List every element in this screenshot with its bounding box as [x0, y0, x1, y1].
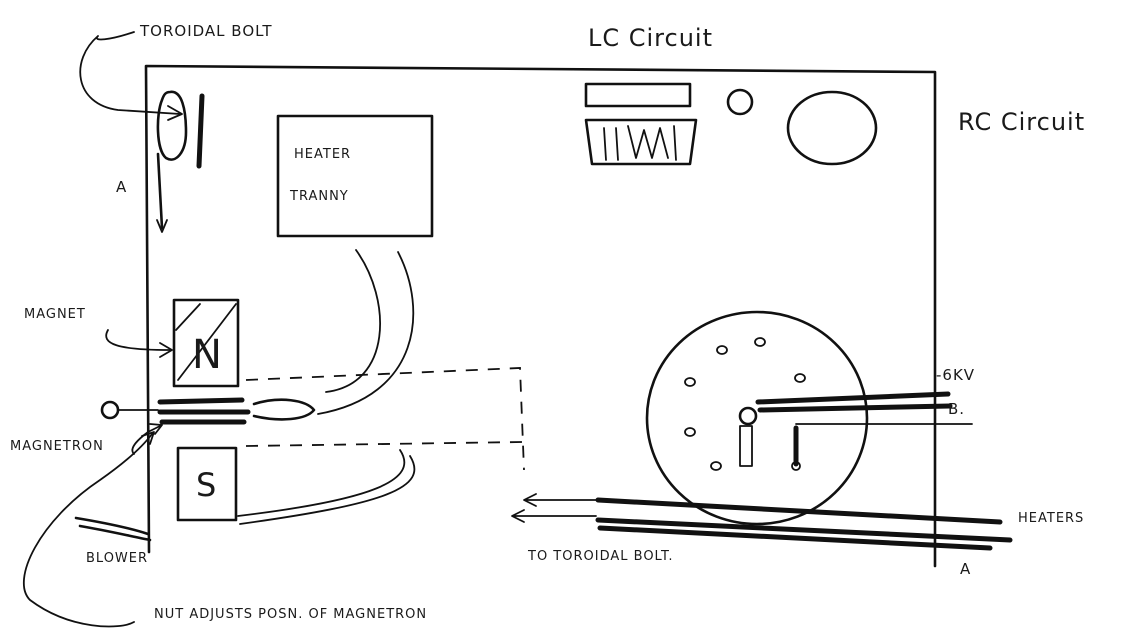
label-heater: HEATER	[294, 147, 351, 162]
hv-lead-thick-2	[760, 406, 950, 410]
label-a-left: A	[116, 178, 127, 196]
magnet-leader-arrow	[106, 330, 170, 350]
lc-component-hatch	[604, 126, 676, 160]
magnetron-nut-circle	[102, 402, 118, 418]
label-tranny: TRANNY	[289, 189, 349, 204]
toroidal-bolt-bar	[199, 96, 202, 166]
rotary-center	[740, 408, 756, 424]
section-a-left-line	[158, 154, 162, 228]
label-toroidal-bolt-top: TOROIDAL BOLT	[139, 22, 273, 40]
heater-arrow-1	[524, 494, 596, 506]
rc-capacitor-circle	[788, 92, 876, 164]
label-heaters: HEATERS	[1018, 511, 1084, 526]
label-minus-6kv: -6KV	[936, 366, 975, 384]
label-a-right: A	[960, 560, 971, 578]
rotary-hole-4	[795, 374, 805, 382]
magnetron-antenna-loop	[254, 400, 314, 420]
rotary-hole-2	[755, 338, 765, 346]
label-b: B.	[948, 400, 965, 418]
south-lead-2	[240, 456, 414, 524]
south-lead	[238, 450, 404, 516]
toroidal-bolt-loop	[158, 92, 186, 160]
magnet-south-letter: S	[196, 466, 217, 504]
label-magnetron: MAGNETRON	[10, 439, 104, 454]
heater-lead-2	[318, 252, 413, 414]
rotary-hole-3	[685, 378, 695, 386]
hv-lead-thick-1	[758, 394, 948, 402]
heater-lead-1	[326, 250, 380, 392]
rotary-hole-5	[685, 428, 695, 436]
blower-scribble	[76, 518, 150, 540]
heater-transformer-box	[278, 116, 432, 236]
heater-wire-1	[598, 500, 1000, 522]
magnet-north-letter: N	[192, 332, 223, 378]
heater-arrow-2	[512, 510, 596, 522]
label-to-toroidal-bolt: TO TOROIDAL BOLT.	[527, 549, 674, 564]
rotary-hole-6	[711, 462, 721, 470]
label-lc-circuit: LC Circuit	[588, 24, 713, 52]
label-nut-note: NUT ADJUSTS POSN. OF MAGNETRON	[154, 607, 427, 622]
chassis-outline	[146, 66, 935, 566]
label-magnet: MAGNET	[24, 307, 86, 322]
lc-small-circle	[728, 90, 752, 114]
label-rc-circuit: RC Circuit	[958, 108, 1085, 136]
rotary-blade-left	[740, 426, 752, 466]
magnetron-plate-1	[160, 400, 242, 402]
toroidal-bolt-leader	[80, 32, 180, 114]
lc-component-top	[586, 84, 690, 106]
rotary-hole-1	[717, 346, 727, 354]
label-blower: BLOWER	[86, 551, 148, 566]
